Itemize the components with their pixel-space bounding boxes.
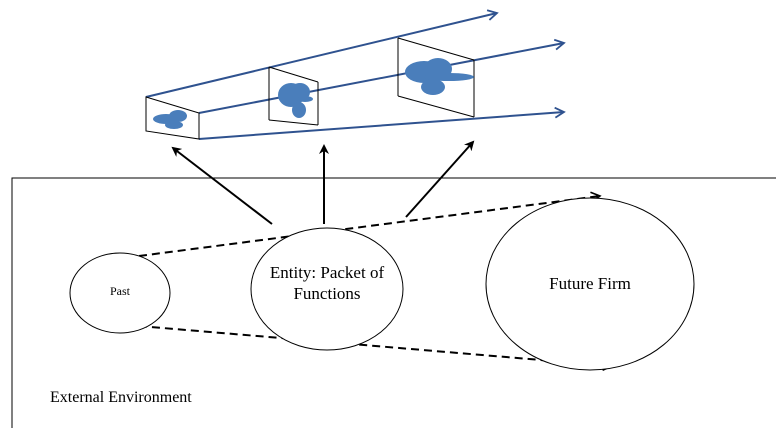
function-blob-large	[405, 58, 474, 95]
function-blob-small	[153, 110, 187, 129]
cross-section-large	[397, 37, 475, 118]
function-blob-medium	[278, 83, 313, 118]
cross-section-medium	[268, 66, 319, 126]
environment-frame	[11, 177, 776, 428]
growth-arrow-lower	[138, 325, 614, 371]
trajectory-line-bottom	[198, 106, 566, 140]
trajectory-line-top	[145, 9, 499, 98]
entity-circle	[250, 227, 404, 351]
projection-arrows	[171, 140, 475, 225]
growth-arrows	[138, 191, 614, 371]
future-firm-label: Future Firm	[549, 274, 631, 293]
entity-label: Entity: Packet of Functions	[269, 263, 385, 304]
trajectory-line-middle	[198, 38, 566, 114]
past-label: Past	[109, 284, 130, 298]
past-circle	[69, 252, 171, 334]
trajectory-lines	[145, 9, 566, 140]
projection-arrow-right	[405, 140, 475, 218]
external-environment-label: External Environment	[50, 389, 192, 406]
future-firm-circle	[485, 197, 695, 371]
projection-arrow-left	[171, 146, 273, 225]
